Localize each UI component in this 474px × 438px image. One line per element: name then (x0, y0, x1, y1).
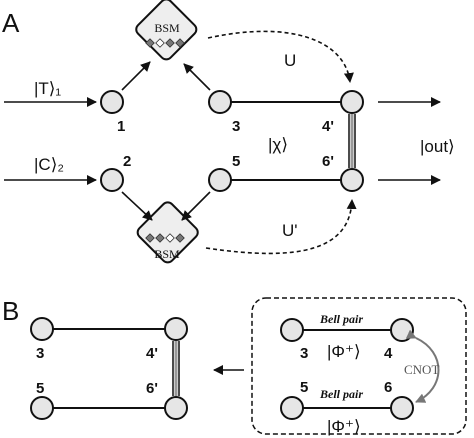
bell-pairs-box (251, 297, 467, 435)
classical-channel-top (207, 30, 354, 83)
bsm-top-dot-4 (175, 38, 185, 48)
panel-b-label: B (2, 296, 19, 326)
bell-pair-bottom-label: Bell pair (319, 387, 363, 401)
classical-channel-bottom (205, 199, 357, 255)
node-6p (340, 168, 364, 192)
arrow-5-to-bsm (181, 191, 211, 221)
b-node-3 (30, 317, 54, 341)
bsm-bottom-dot-2 (155, 233, 165, 243)
bsm-top: BSM (135, 0, 198, 61)
unitary-bottom-label: U' (282, 221, 298, 240)
chi-state-label: |χ⟩ (268, 135, 288, 154)
phi-bottom-label: |Φ⁺⟩ (327, 417, 361, 436)
bsm-bottom-dot-3 (165, 233, 175, 243)
input-control-label: |C⟩₂ (34, 155, 64, 174)
bsm-bottom-label: BSM (154, 247, 180, 261)
b-label-5: 5 (36, 380, 44, 397)
label-node-5: 5 (232, 153, 240, 170)
unitary-top-label: U (284, 51, 296, 70)
node-4p (340, 90, 364, 114)
bell-label-3: 3 (300, 345, 308, 362)
label-node-6p: 6' (322, 153, 334, 170)
label-node-1: 1 (117, 118, 125, 135)
bell-node-5 (280, 396, 304, 420)
arrow-2-to-bsm (121, 191, 153, 221)
b-node-5 (30, 396, 54, 420)
cnot-label: CNOT (404, 362, 439, 377)
bsm-bottom-dot-1 (145, 233, 155, 243)
node-3 (208, 90, 232, 114)
bsm-top-dot-3 (165, 38, 175, 48)
bsm-bottom-dot-4 (175, 233, 185, 243)
node-1 (100, 90, 124, 114)
phi-top-label: |Φ⁺⟩ (327, 342, 361, 361)
arrow-1-to-bsm (121, 61, 151, 91)
bell-label-6: 6 (384, 379, 392, 396)
label-node-2: 2 (123, 153, 131, 170)
b-label-4p: 4' (146, 345, 158, 362)
bell-node-6 (390, 396, 414, 420)
bsm-bottom: BSM (136, 201, 199, 264)
node-2 (100, 168, 124, 192)
label-node-3: 3 (232, 118, 240, 135)
arrow-3-to-bsm (183, 63, 211, 91)
input-target-label: |T⟩₁ (34, 79, 61, 98)
bsm-top-dot-1 (145, 38, 155, 48)
bell-pair-top-label: Bell pair (319, 312, 363, 326)
bell-label-5: 5 (300, 379, 308, 396)
b-node-6p (164, 396, 188, 420)
bell-node-4 (390, 318, 414, 342)
cnot-arrow (405, 329, 440, 403)
output-label: |out⟩ (420, 137, 455, 156)
label-node-4p: 4' (322, 118, 334, 135)
bsm-top-dot-2 (155, 38, 165, 48)
b-label-3: 3 (36, 345, 44, 362)
node-5 (208, 168, 232, 192)
panel-a-label: A (2, 8, 20, 38)
bell-label-4: 4 (384, 345, 393, 362)
bsm-top-label: BSM (154, 21, 180, 35)
bell-node-3 (280, 318, 304, 342)
b-label-6p: 6' (146, 380, 158, 397)
b-node-4p (164, 317, 188, 341)
